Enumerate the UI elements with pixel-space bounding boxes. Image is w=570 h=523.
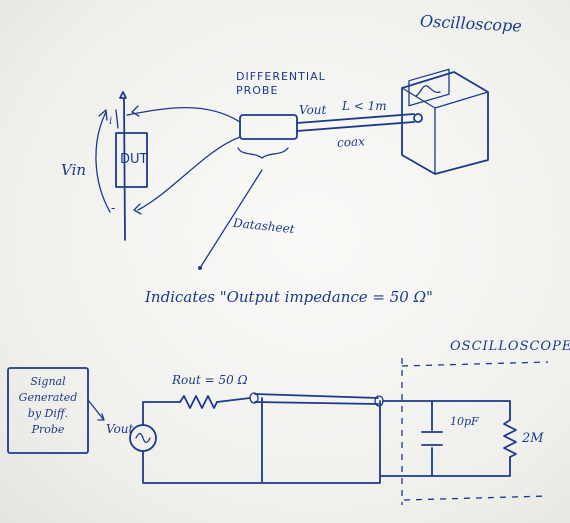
probe-brace <box>237 147 289 159</box>
oscilloscope-box <box>401 71 489 175</box>
oscilloscope-waveform <box>415 85 441 97</box>
capacitor-label: 10pF <box>450 415 479 428</box>
probe-body <box>239 114 298 140</box>
cable-length-label: L < 1m <box>342 99 387 113</box>
coax-tube <box>254 393 379 405</box>
lead-tip-upper-icon <box>131 105 140 117</box>
vin-arrow-icon <box>98 109 108 121</box>
current-arrow-icon <box>115 109 119 129</box>
capacitor-plates <box>421 431 443 446</box>
current-label: i <box>109 116 113 127</box>
differential-probe-label: DIFFERENTIAL PROBE <box>236 70 326 98</box>
datasheet-pointer <box>199 169 263 269</box>
dut-label: DUT <box>120 152 148 167</box>
dut-box <box>115 132 148 188</box>
ac-source-wave <box>135 432 151 444</box>
lead-tip-lower-icon <box>133 203 142 215</box>
coax-end-right <box>374 395 384 407</box>
probe-lead-lower <box>137 136 241 211</box>
signal-source-box <box>7 367 89 454</box>
oscilloscope-label-bottom: OSCILLOSCOPE <box>450 339 570 354</box>
signal-source-label: Signal Generated by Diff. Probe <box>18 375 78 436</box>
oscilloscope-screen <box>408 68 450 107</box>
vin-arc <box>95 111 111 213</box>
input-resistor <box>503 419 517 458</box>
oscilloscope-boundary <box>401 358 549 505</box>
source-loop-wires <box>142 397 263 484</box>
resistor-label: 2M <box>522 431 544 446</box>
oscilloscope-input-jack <box>413 113 423 123</box>
rout-label: Rout = 50 Ω <box>172 373 248 387</box>
coax-end-left <box>249 392 259 404</box>
probe-lead-upper <box>126 107 241 123</box>
vout-label-bottom: Vout <box>106 422 134 436</box>
output-impedance-note: Indicates "Output impedance = 50 Ω" <box>145 288 433 306</box>
vin-label: Vin <box>61 161 87 179</box>
datasheet-pointer-dot <box>198 266 202 270</box>
dut-wire <box>119 91 127 241</box>
coax-label: coax <box>336 134 366 150</box>
minus-sign: - <box>111 201 116 216</box>
vout-label: Vout <box>299 103 327 117</box>
scope-input-wires <box>261 400 511 484</box>
coax-cable <box>296 113 415 132</box>
oscilloscope-edges <box>401 87 489 175</box>
rout-resistor <box>179 395 218 409</box>
signal-source-arrow <box>87 399 105 421</box>
